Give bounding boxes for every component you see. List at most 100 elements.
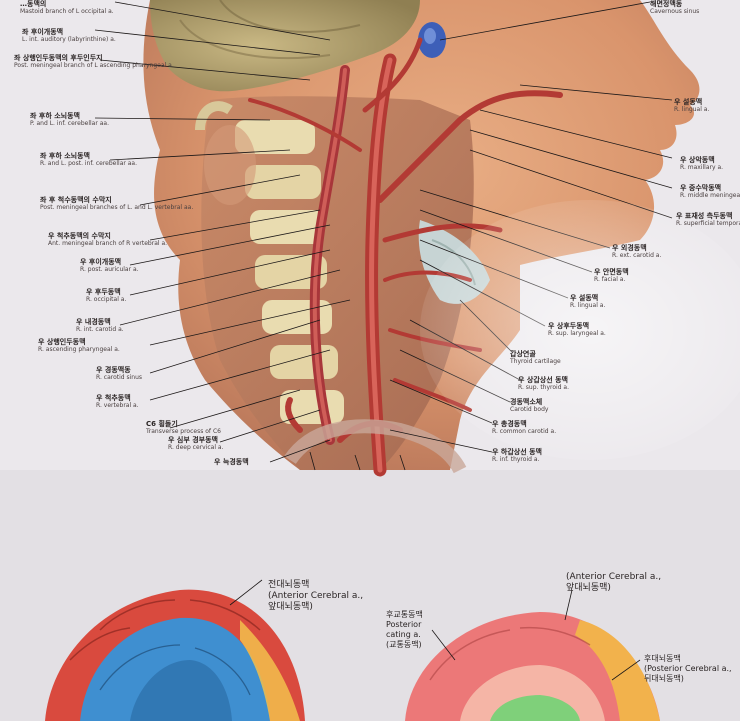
right-label-en-0: Cavernous sinus [650, 8, 700, 15]
left-label-en-13: Transverse process of C6 [146, 428, 221, 435]
left-label-en-4: R. and L. post. inf. cerebellar aa. [40, 160, 138, 167]
brain-diagram-right [405, 589, 660, 721]
right-label-en-7: R. lingual a. [570, 302, 606, 309]
right-label-en-2: R. maxillary a. [680, 164, 724, 171]
left-label-ko-1: 좌 후이개동맥 [22, 28, 64, 36]
right-label-en-8: R. sup. laryngeal a. [548, 330, 606, 337]
left-label-en-12: R. vertebral a. [96, 402, 139, 409]
brain-right-left-line4: (교통동맥) [386, 640, 422, 649]
brain-right-left-line2: Posterior [386, 620, 422, 629]
right-label-en-11: Carotid body [510, 406, 549, 413]
left-label-15: 우 늑경동맥 [214, 458, 249, 466]
brain-left-line2: (Anterior Cerebral a., [268, 591, 364, 601]
left-label-ko-8: 우 후두동맥 [86, 288, 121, 296]
left-label-ko-11: 우 경동맥동 [96, 366, 131, 374]
left-label-ko-7: 우 후이개동맥 [80, 258, 122, 266]
brain-right-right-line3: 뒤대뇌동맥) [644, 674, 684, 683]
right-label-en-6: R. facial a. [594, 276, 626, 283]
left-label-en-11: R. carotid sinus [96, 374, 143, 381]
left-label-en-8: R. occipital a. [86, 296, 127, 303]
right-label-en-12: R. common carotid a. [492, 428, 557, 435]
right-label-ko-10: 우 상갑상선 동맥 [518, 376, 568, 384]
left-label-ko-9: 우 내경동맥 [76, 318, 111, 326]
right-label-en-5: R. ext. carotid a. [612, 252, 662, 259]
left-label-ko-6: 우 척추동맥의 수막지 [48, 232, 111, 240]
brain-right-top-line1: (Anterior Cerebral a., [566, 572, 662, 582]
right-label-ko-1: 우 설동맥 [674, 98, 703, 106]
brain-diagram-left [45, 579, 305, 721]
brain-right-left-line3: cating a. [386, 630, 421, 639]
right-label-en-1: R. lingual a. [674, 106, 710, 113]
right-label-en-10: R. sup. thyroid a. [518, 384, 569, 391]
brain-right-right-label: 후대뇌동맥 (Posterior Cerebral a., 뒤대뇌동맥) [644, 654, 732, 684]
left-label-en-7: R. post. auricular a. [80, 266, 139, 273]
right-label-en-4: R. superficial temporal a. [676, 220, 740, 227]
brain-right-left-line1: 후교통동맥 [386, 610, 423, 619]
left-label-ko-0: …동맥의 [20, 0, 47, 8]
right-label-ko-12: 우 총경동맥 [492, 420, 527, 428]
right-label-en-13: R. inf. thyroid a. [492, 456, 540, 463]
brain-right-right-line1: 후대뇌동맥 [644, 654, 681, 663]
right-label-ko-6: 우 안면동맥 [594, 268, 629, 276]
right-label-ko-0: 해면정맥동 [650, 0, 683, 8]
left-label-ko-10: 우 상행인두동맥 [38, 338, 86, 346]
vertebral-column [195, 101, 344, 424]
left-label-en-3: P. and L. inf. cerebellar aa. [30, 120, 109, 127]
right-label-ko-13: 우 하갑상선 동맥 [492, 448, 542, 456]
right-label-ko-9: 갑상연골 [510, 350, 536, 358]
brain-right-left-label: 후교통동맥 Posterior cating a. (교통동맥) [386, 610, 423, 650]
right-label-ko-5: 우 외경동맥 [612, 244, 647, 252]
brain-right-right-line2: (Posterior Cerebral a., [644, 664, 732, 673]
right-label-ko-4: 우 표재성 측두동맥 [676, 212, 733, 220]
left-label-en-9: R. int. carotid a. [76, 326, 124, 333]
brain-left-line1: 전대뇌동맥 [268, 580, 310, 590]
left-label-ko-14: 우 심부 경부동맥 [168, 436, 218, 444]
photo-glare [420, 200, 740, 460]
brain-right-top-line2: 앞대뇌동맥) [566, 583, 611, 593]
left-label-en-10: R. ascending pharyngeal a. [38, 346, 120, 353]
left-label-en-5: Post. meningeal branches of L. and L. ve… [40, 204, 194, 211]
left-label-en-6: Ant. meningeal branch of R vertebral a. [48, 240, 168, 247]
left-label-ko-12: 우 척추동맥 [96, 394, 131, 402]
right-label-en-9: Thyroid cartilage [510, 358, 561, 365]
left-label-ko-13: C6 횡돌기 [146, 420, 178, 428]
left-label-en-2: Post. meningeal branch of L ascending ph… [14, 62, 174, 69]
leader-lines-left [94, 1, 351, 463]
right-label-ko-2: 우 상악동맥 [680, 156, 715, 164]
right-label-ko-3: 우 중수막동맥 [680, 184, 722, 192]
left-label-en-1: L. int. auditory (labyrinthine) a. [22, 36, 116, 43]
left-label-ko-4: 좌 후하 소뇌동맥 [40, 152, 90, 160]
right-label-ko-11: 경동맥소체 [510, 398, 543, 406]
left-label-ko-3: 좌 후하 소뇌동맥 [30, 112, 80, 120]
brain-left-line3: 앞대뇌동맥) [268, 602, 313, 612]
brain-right-top-label: (Anterior Cerebral a., 앞대뇌동맥) [566, 572, 661, 594]
left-label-ko-2: 좌 상행인두동맥의 후두인두지 [14, 54, 103, 62]
